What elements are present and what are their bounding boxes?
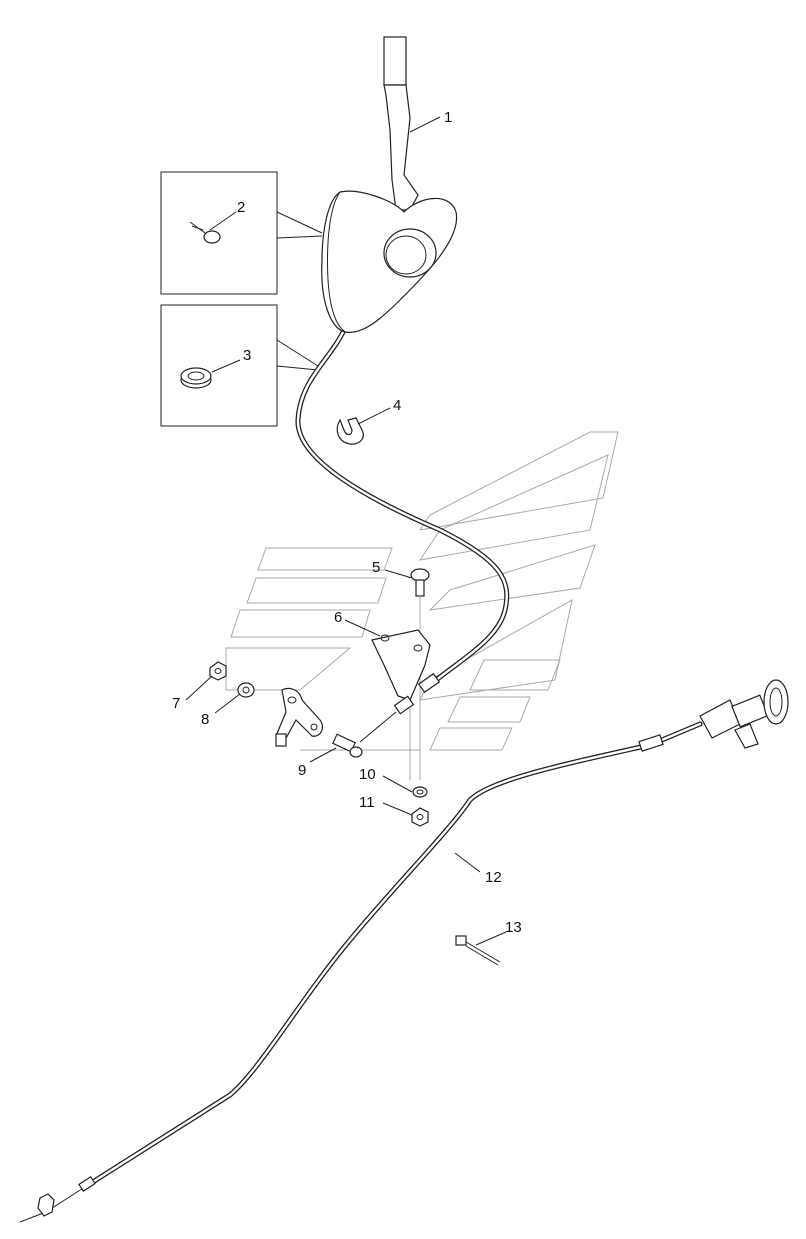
inset-box-grommet <box>160 304 278 427</box>
callout-7: 7 <box>172 695 180 712</box>
ghost-chassis <box>225 431 619 780</box>
callout-1: 1 <box>444 109 452 126</box>
bolt <box>410 568 430 780</box>
callout-11: 11 <box>359 794 375 811</box>
callout-12: 12 <box>485 869 502 886</box>
callout-9: 9 <box>298 762 306 779</box>
throttle-cable <box>295 327 510 688</box>
callout-5: 5 <box>372 559 380 576</box>
inset-box-screw <box>160 171 278 295</box>
nut-left <box>209 661 227 681</box>
bracket <box>371 629 431 701</box>
throttle-arm <box>275 687 324 747</box>
spring <box>332 733 363 758</box>
callout-2: 2 <box>237 199 245 216</box>
callout-13: 13 <box>505 919 522 936</box>
grommet <box>180 367 212 389</box>
choke-cable <box>19 721 703 1223</box>
nut-lower <box>411 807 429 827</box>
callout-3: 3 <box>243 347 251 364</box>
throttle-lever <box>383 36 419 211</box>
callout-labels: 1 2 3 4 5 6 7 8 9 10 11 12 13 <box>172 109 522 936</box>
lever-housing <box>321 190 458 333</box>
cable-tie <box>455 935 501 966</box>
callout-6: 6 <box>334 609 342 626</box>
callout-8: 8 <box>201 711 209 728</box>
screw <box>189 221 221 244</box>
cable-clip <box>336 417 364 445</box>
callout-10: 10 <box>359 766 376 783</box>
cable-fitting <box>359 672 441 743</box>
leader-lines <box>185 116 507 946</box>
callout-4: 4 <box>393 397 401 414</box>
washer <box>237 682 255 698</box>
lock-washer <box>412 786 428 798</box>
choke-knob-assembly <box>699 679 789 749</box>
